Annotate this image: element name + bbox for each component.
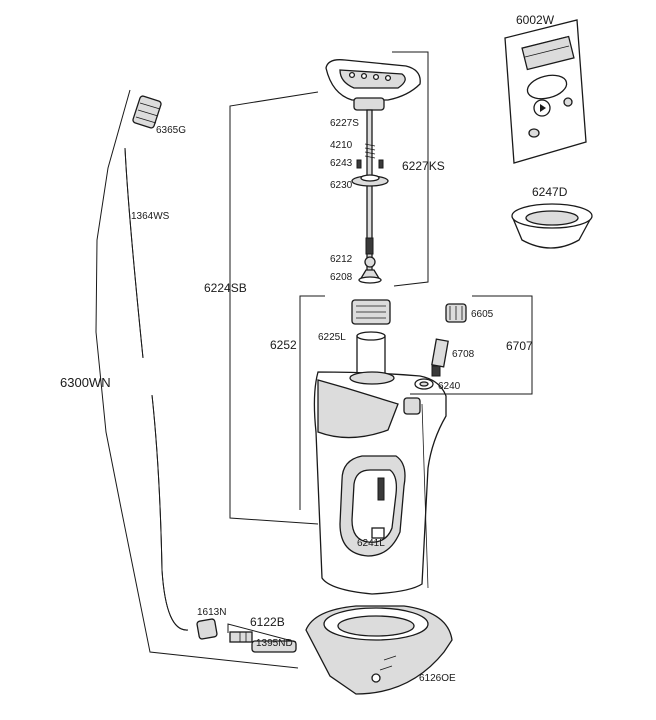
part-6002w-label-card [504, 19, 587, 164]
label-6002w: 6002W [516, 13, 555, 27]
part-6230-valve-disc [351, 174, 389, 187]
label-6707: 6707 [506, 339, 533, 353]
bracket-6227ks [392, 51, 429, 287]
part-6252-tank-body [313, 371, 447, 595]
label-6227s: 6227S [330, 118, 359, 129]
part-pump-rod [366, 109, 373, 283]
part-6212-valve [364, 237, 376, 268]
label-6225l: 6225L [318, 332, 346, 343]
part-6240-oring [414, 378, 434, 390]
part-6605-cap [445, 303, 467, 323]
label-6212: 6212 [330, 254, 353, 265]
part-4210-spring [364, 143, 376, 159]
label-6230: 6230 [330, 180, 353, 191]
bracket-6300wn [95, 89, 299, 669]
part-1613n-nut [196, 618, 218, 640]
label-1613n: 1613N [197, 607, 226, 618]
label-6252: 6252 [270, 338, 297, 352]
part-6126oe-base [305, 605, 453, 695]
label-6300wn: 6300WN [60, 375, 111, 390]
label-4210: 4210 [330, 140, 353, 151]
label-6247d: 6247D [532, 185, 568, 199]
label-6126oe: 6126OE [419, 673, 456, 684]
label-6122b: 6122B [250, 615, 285, 629]
label-6208: 6208 [330, 272, 353, 283]
bracket-6252 [299, 295, 325, 510]
label-6224sb: 6224SB [204, 281, 247, 295]
part-6247d-dish [511, 203, 593, 249]
part-6365g-connector [132, 95, 162, 129]
label-6241l: 6241L [357, 538, 385, 549]
bracket-6224sb [229, 91, 319, 525]
label-6243: 6243 [330, 158, 353, 169]
label-1364ws: 1364WS [131, 211, 170, 222]
part-6122b-nozzle [229, 631, 297, 653]
part-1364ws-hose-upper [124, 147, 144, 359]
label-1395nd: 1395ND [256, 638, 293, 649]
bracket-6707 [410, 295, 533, 395]
label-6365g: 6365G [156, 125, 186, 136]
part-6208-seal [358, 269, 382, 284]
part-6243-screws [356, 159, 384, 169]
label-6708: 6708 [452, 349, 475, 360]
part-6227s-handle [325, 59, 421, 111]
label-6240: 6240 [438, 381, 461, 392]
part-6252-pump-cylinder [351, 299, 391, 377]
part-6708-valve-body [431, 338, 449, 377]
label-6605: 6605 [471, 309, 494, 320]
part-hose-lower [151, 394, 189, 631]
label-6227ks: 6227KS [402, 159, 445, 173]
